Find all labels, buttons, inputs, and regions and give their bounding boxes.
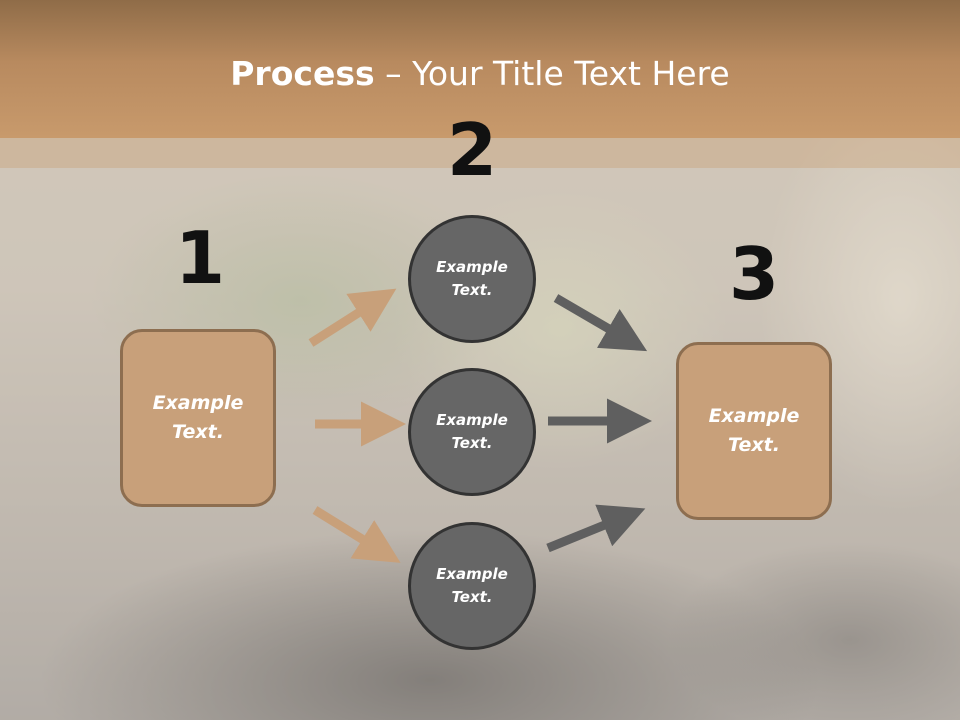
arrow-left-to-top [308, 288, 397, 347]
left-box-line1: Example [152, 392, 244, 414]
title-rest: – Your Title Text Here [374, 54, 730, 93]
header-bar [0, 0, 960, 138]
left-box[interactable]: Example Text. [120, 329, 276, 507]
circle-top-line2: Text. [451, 281, 493, 299]
circle-bottom[interactable]: Example Text. [408, 522, 536, 650]
circle-top[interactable]: Example Text. [408, 215, 536, 343]
circle-middle[interactable]: Example Text. [408, 368, 536, 496]
step-number-2: 2 [446, 108, 498, 192]
step-number-1: 1 [174, 216, 226, 300]
circle-middle-line2: Text. [451, 434, 493, 452]
step-number-3: 3 [728, 232, 780, 316]
right-box-line1: Example [708, 405, 800, 427]
circle-middle-line1: Example [436, 411, 508, 429]
circle-bottom-line1: Example [436, 565, 508, 583]
circle-bottom-line2: Text. [451, 588, 493, 606]
left-box-line2: Text. [172, 421, 224, 443]
right-box-line2: Text. [728, 434, 780, 456]
right-box[interactable]: Example Text. [676, 342, 832, 520]
arrow-top-to-right [553, 294, 648, 352]
circle-top-line1: Example [436, 258, 508, 276]
header-band [0, 138, 960, 168]
slide-title[interactable]: Process – Your Title Text Here [0, 52, 960, 96]
arrow-left-to-bottom [312, 506, 401, 563]
title-bold: Process [230, 54, 375, 93]
arrow-bottom-to-right [546, 504, 646, 553]
